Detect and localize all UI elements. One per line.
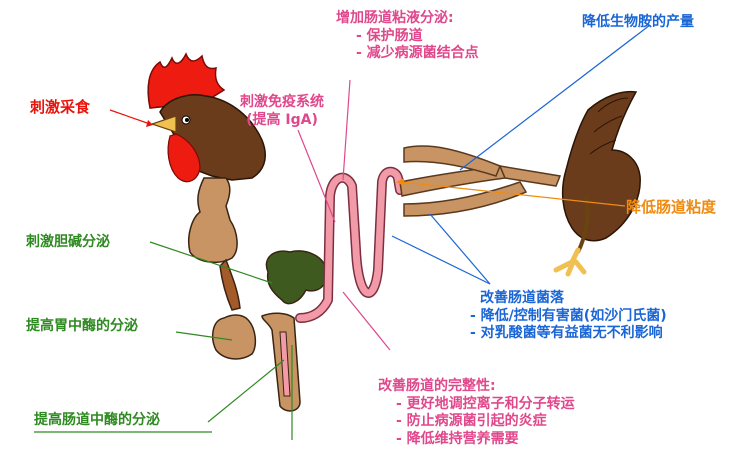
label-reduce-viscosity: 降低肠道粘度 — [626, 198, 717, 216]
flora-pointer-1 — [391, 235, 491, 285]
label-improve-flora: 改善肠道菌落 - 降低/控制有害菌(如沙门氏菌) - 对乳酸菌等有益菌无不利影响 — [440, 290, 667, 343]
ceca-and-colon — [399, 145, 562, 217]
chicken-rear-illustration — [553, 90, 641, 277]
label-intestinal-integrity-item: - 更好地调控离子和分子转运 — [396, 395, 575, 412]
label-intestinal-integrity-title: 改善肠道的完整性: — [378, 378, 496, 394]
viscosity-pointer — [401, 181, 626, 207]
small-intestine — [295, 166, 405, 323]
label-intestinal-integrity-item: - 防止病源菌引起的炎症 — [396, 413, 547, 429]
label-stimulate-immune-line1: 刺激免疫系统 — [240, 94, 324, 110]
label-stimulate-choline: 刺激胆碱分泌 — [26, 234, 110, 250]
label-increase-mucus-title: 增加肠道粘液分泌: — [336, 10, 454, 26]
intestinal-enzyme-pointer — [207, 359, 285, 423]
label-gastric-enzyme: 提高胃中酶的分泌 — [26, 318, 138, 334]
label-stimulate-immune-line2: (提高 IgA) — [246, 111, 318, 128]
label-intestinal-integrity-item: - 降低维持营养需要 — [396, 430, 519, 447]
label-improve-flora-item: - 降低/控制有害菌(如沙门氏菌) — [470, 307, 667, 324]
choline-pointer — [149, 241, 273, 284]
label-increase-mucus: 增加肠道粘液分泌: - 保护肠道 - 减少病源菌结合点 — [336, 10, 479, 63]
flora-pointer-2 — [429, 213, 491, 285]
label-stimulate-feeding: 刺激采食 — [30, 98, 91, 116]
integrity-pointer — [342, 291, 391, 351]
rooster-head-illustration — [147, 52, 266, 183]
digestive-organs — [188, 177, 328, 412]
mucus-pointer — [342, 79, 351, 181]
label-improve-flora-item: - 对乳酸菌等有益菌无不利影响 — [470, 325, 663, 341]
gastric-pointer — [175, 331, 233, 341]
label-increase-mucus-item: - 保护肠道 — [356, 27, 423, 44]
label-intestinal-enzyme: 提高肠道中酶的分泌 — [34, 412, 160, 428]
feeding-pointer — [109, 109, 151, 125]
callout-lines — [34, 24, 651, 440]
label-increase-mucus-item: - 减少病源菌结合点 — [356, 45, 479, 61]
label-reduce-amines: 降低生物胺的产量 — [582, 14, 694, 30]
label-stimulate-immune: 刺激免疫系统 (提高 IgA) — [240, 94, 324, 129]
label-intestinal-integrity: 改善肠道的完整性: - 更好地调控离子和分子转运 - 防止病源菌引起的炎症 - … — [378, 378, 575, 448]
immune-pointer — [297, 129, 336, 223]
label-improve-flora-title: 改善肠道菌落 — [480, 290, 564, 306]
amines-pointer — [459, 24, 651, 171]
